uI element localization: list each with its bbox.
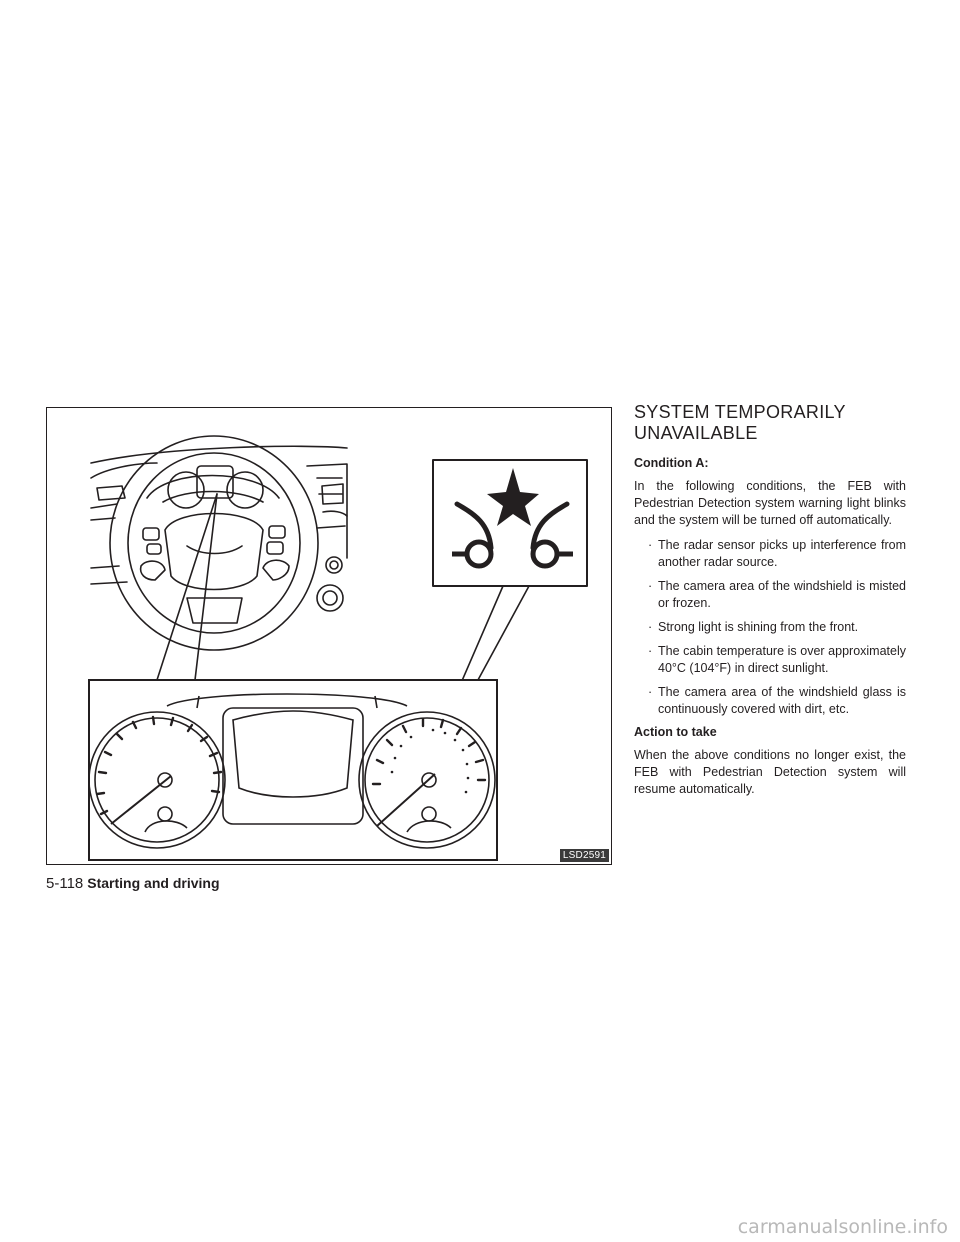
action-paragraph: When the above conditions no longer exis… (634, 748, 906, 796)
list-item: ·The camera area of the windshield glass… (648, 685, 906, 716)
condition-heading: Condition A: (634, 456, 709, 470)
text-column: SYSTEM TEMPORARILY UNAVAILABLE Condition… (634, 402, 906, 806)
list-item: ·The camera area of the windshield is mi… (648, 579, 906, 610)
page-footer: 5-118 Starting and driving (46, 875, 220, 892)
page-number: 5-118 (46, 875, 84, 892)
condition-list: ·The radar sensor picks up interference … (634, 537, 906, 718)
list-item: ·The cabin temperature is over approxima… (648, 644, 906, 675)
feb-warning-icon (452, 468, 573, 569)
list-item: ·Strong light is shining from the front. (648, 620, 859, 634)
watermark: carmanualsonline.info (737, 1216, 948, 1238)
action-heading: Action to take (634, 725, 717, 739)
chapter-title: Starting and driving (87, 875, 220, 891)
section-title-line2: UNAVAILABLE (634, 423, 758, 443)
section-title-line1: SYSTEM TEMPORARILY (634, 402, 846, 422)
illustration-figure: LSD2591 (46, 407, 612, 865)
section-title: SYSTEM TEMPORARILY UNAVAILABLE (634, 402, 906, 444)
dashboard-illustration (88, 435, 588, 861)
figure-code: LSD2591 (559, 849, 609, 862)
list-item: ·The radar sensor picks up interference … (648, 538, 906, 569)
intro-paragraph: In the following conditions, the FEB wit… (634, 479, 906, 527)
